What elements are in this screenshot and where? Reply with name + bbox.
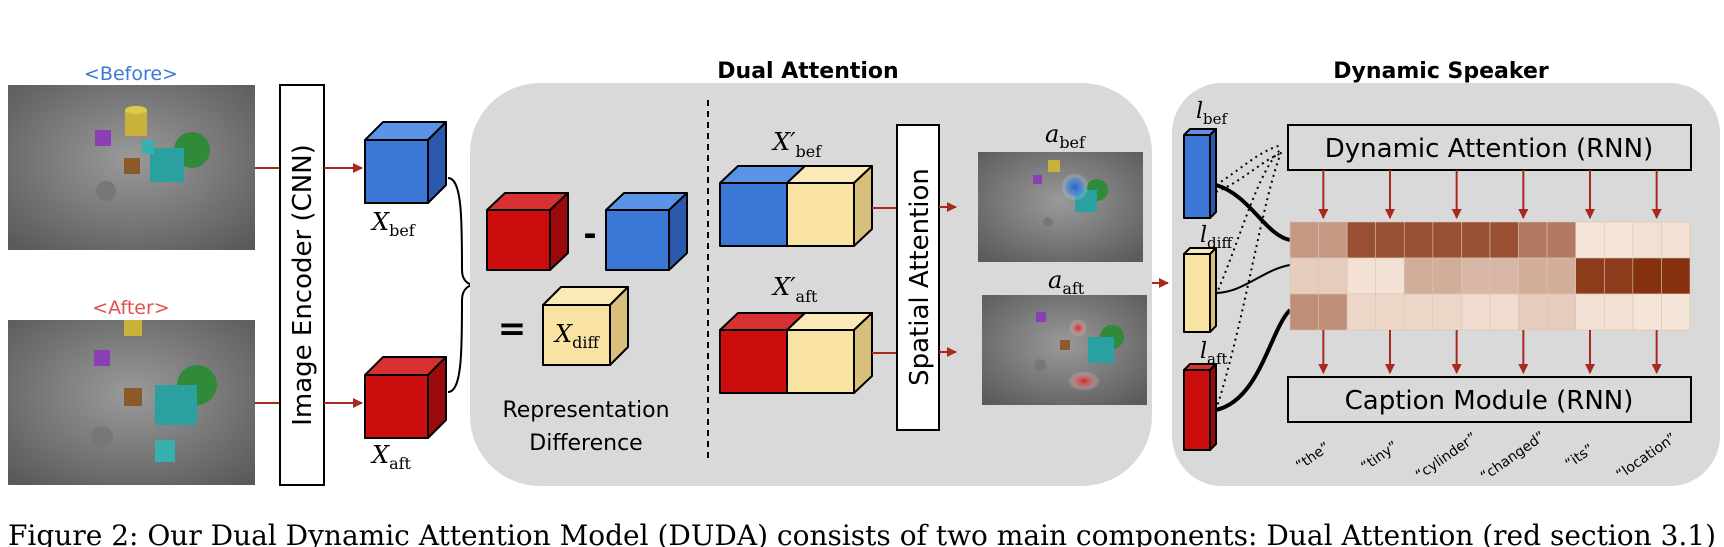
heatmap-cell	[1546, 221, 1577, 259]
spatial-attention-box	[896, 124, 940, 431]
heatmap-cell	[1518, 293, 1548, 331]
x-diff-label: Xdiff	[553, 320, 600, 352]
x-aft-cube	[364, 356, 447, 439]
x-aft-prime-cube	[719, 312, 873, 394]
heatmap-cell	[1318, 221, 1348, 259]
l-bef-to-heatmap-line	[1215, 183, 1291, 242]
heatmap-cell	[1403, 257, 1434, 295]
heatmap-cell	[1518, 221, 1548, 259]
heatmap-cell	[1375, 221, 1405, 259]
a-bef-label: abef	[1045, 120, 1086, 152]
heatmap-cell	[1432, 257, 1462, 295]
heatmap-cell	[1632, 257, 1662, 295]
x-bef-prime-label: X′bef	[771, 128, 822, 161]
heatmap-cell	[1661, 257, 1691, 295]
heatmap-cell	[1432, 221, 1462, 259]
a-aft-label: aaft	[1048, 266, 1085, 298]
x-aft-prime-label: X′aft	[771, 273, 818, 306]
attention-to-heatmap-arrows	[1318, 170, 1662, 219]
heatmap-cell	[1489, 293, 1519, 331]
heatmap-cell	[1575, 221, 1605, 259]
heatmap-cell	[1346, 257, 1377, 295]
heatmap-cell	[1575, 257, 1605, 295]
heatmap-cell	[1375, 293, 1405, 331]
dynamic-attention-label: Dynamic Attention (RNN)	[1325, 134, 1653, 164]
representation-difference-line1: Representation	[502, 398, 669, 423]
representation-difference-line2: Difference	[529, 431, 642, 456]
heatmap-cell	[1432, 293, 1462, 331]
l-bef-label: lbef	[1196, 99, 1229, 128]
l-diff-to-heatmap-line	[1215, 264, 1291, 294]
heatmap-to-caption-arrows	[1318, 330, 1662, 374]
heatmap-cell	[1603, 221, 1634, 259]
heatmap-cell	[1346, 293, 1377, 331]
before-label: <Before>	[84, 63, 178, 85]
heatmap-cell	[1461, 293, 1491, 331]
after-image	[8, 320, 255, 485]
x-bef-prime-cube	[719, 165, 873, 247]
diff-blue-cube	[605, 192, 688, 271]
x-aft-label: Xaft	[370, 441, 412, 473]
l-aft-bar	[1183, 363, 1217, 451]
heatmap-cell	[1489, 257, 1519, 295]
x-bef-cube	[364, 121, 447, 204]
heatmap-cell	[1632, 221, 1662, 259]
dynamic-speaker-title: Dynamic Speaker	[1333, 59, 1549, 84]
heatmap-cell	[1661, 293, 1691, 331]
dual-attention-title: Dual Attention	[717, 59, 898, 84]
x-bef-label: Xbef	[370, 208, 416, 240]
x-diff-cube	[542, 286, 629, 366]
heatmap-cell	[1289, 221, 1319, 259]
heatmap-cell	[1661, 221, 1691, 259]
after-label: <After>	[92, 297, 169, 319]
heatmap-cell	[1575, 293, 1605, 331]
heatmap-cell	[1403, 221, 1434, 259]
image-encoder-label: Image Encoder (CNN)	[288, 144, 318, 426]
heatmap-cell	[1289, 293, 1319, 331]
heatmap-cell	[1289, 257, 1319, 295]
l-bef-bar	[1183, 128, 1217, 219]
heatmap-cell	[1461, 221, 1491, 259]
caption-module-box	[1287, 376, 1692, 423]
figure-caption: Figure 2: Our Dual Dynamic Attention Mod…	[8, 519, 1716, 547]
heatmap-cell	[1489, 221, 1519, 259]
heatmap-cell	[1632, 293, 1662, 331]
minus-sign: -	[583, 215, 596, 253]
word-attention-heatmap	[1289, 221, 1691, 331]
l-aft-to-heatmap-line	[1215, 308, 1292, 412]
spatial-attention-label: Spatial Attention	[905, 168, 935, 386]
a-bef-attention-map	[978, 152, 1143, 262]
heatmap-cell	[1318, 257, 1348, 295]
caption-module-label: Caption Module (RNN)	[1345, 386, 1634, 416]
heatmap-cell	[1461, 257, 1491, 295]
heatmap-cell	[1318, 293, 1348, 331]
diff-red-cube	[486, 192, 569, 271]
l-diff-bar	[1183, 247, 1217, 333]
heatmap-cell	[1603, 257, 1634, 295]
a-aft-attention-map	[982, 295, 1147, 405]
equals-sign: =	[498, 309, 527, 349]
heatmap-cell	[1346, 221, 1377, 259]
dynamic-attention-box	[1287, 124, 1692, 171]
heatmap-cell	[1403, 293, 1434, 331]
heatmap-cell	[1603, 293, 1634, 331]
heatmap-cell	[1518, 257, 1548, 295]
heatmap-cell	[1546, 257, 1577, 295]
heatmap-cell	[1375, 257, 1405, 295]
heatmap-cell	[1546, 293, 1577, 331]
image-encoder-box	[279, 84, 325, 486]
before-image	[8, 85, 255, 250]
